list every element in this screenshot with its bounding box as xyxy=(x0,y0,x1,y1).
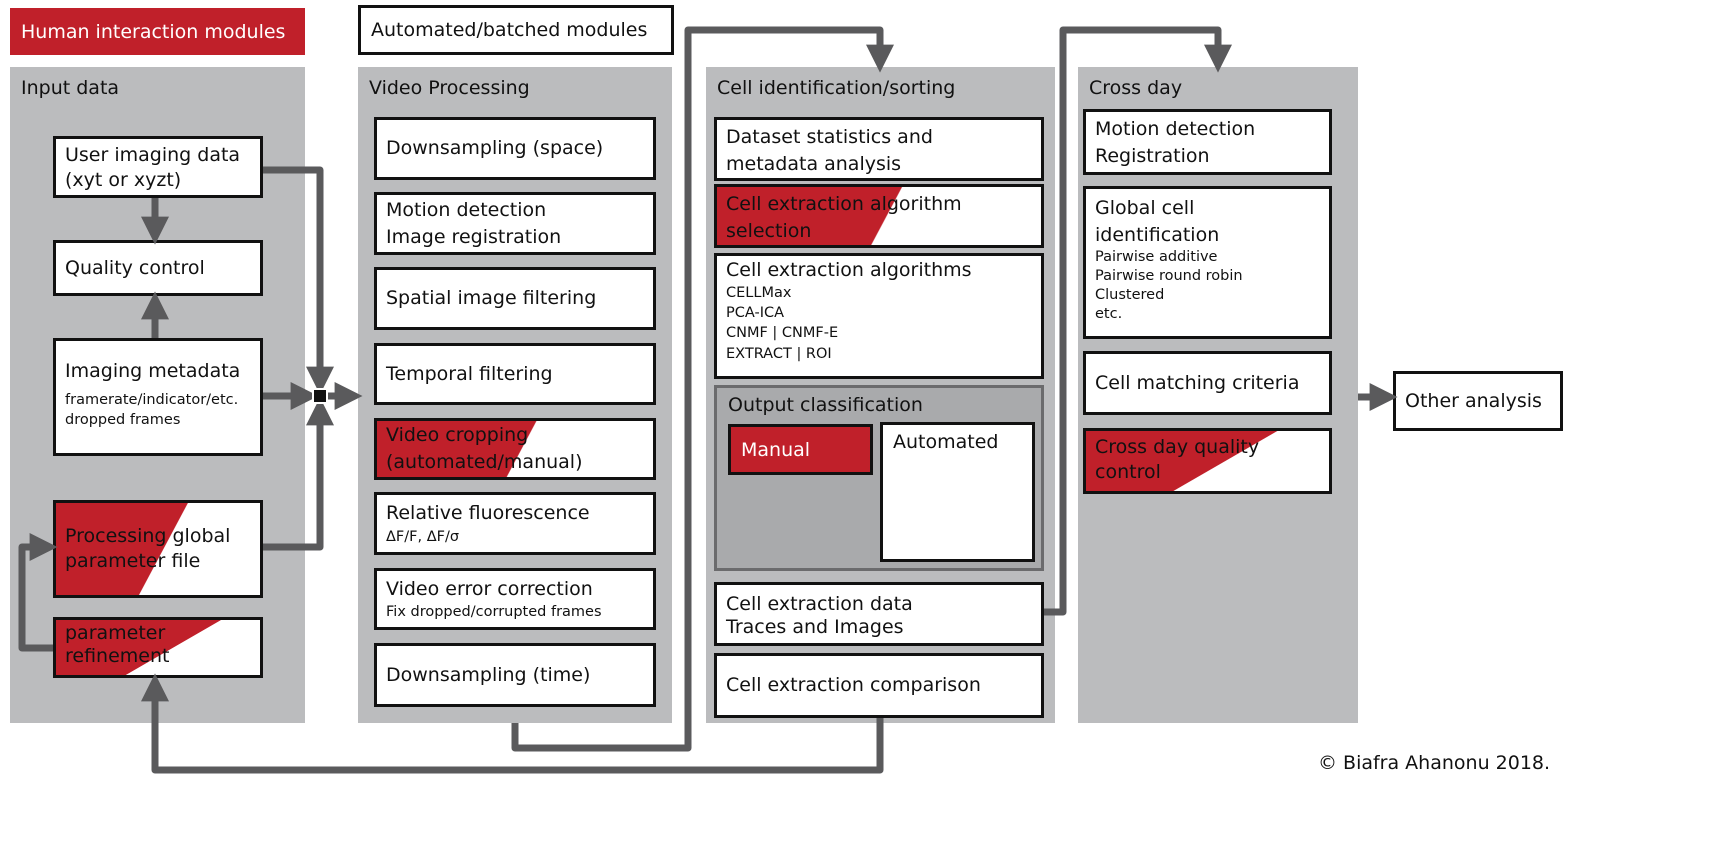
video-step: Temporal filtering xyxy=(374,343,656,405)
arrow-refinement-loop xyxy=(18,533,58,652)
other-analysis: Other analysis xyxy=(1393,371,1563,431)
arrow-user-to-junction xyxy=(263,166,334,395)
cell-matching-criteria: Cell matching criteria xyxy=(1083,351,1332,415)
arrow-param-to-junction xyxy=(263,397,334,551)
copyright: © Biafra Ahanonu 2018. xyxy=(1318,752,1551,774)
cell-extraction-comparison: Cell extraction comparison xyxy=(714,653,1044,718)
arrow-video-to-cell xyxy=(511,26,894,752)
user-imaging-data: User imaging data(xyt or xyzt) xyxy=(53,136,263,198)
video-step: Downsampling (space) xyxy=(374,117,656,180)
output-classification: Output classification Manual Automated xyxy=(714,385,1044,571)
video-step: Spatial image filtering xyxy=(374,267,656,330)
junction-node xyxy=(312,388,328,404)
video-step: Downsampling (time) xyxy=(374,643,656,707)
legend-automated: Automated/batched modules xyxy=(358,5,674,55)
video-step: Video cropping(automated/manual) xyxy=(374,418,656,480)
manual-classification: Manual xyxy=(728,424,873,475)
panel-title: Video Processing xyxy=(369,77,530,99)
legend-human: Human interaction modules xyxy=(10,8,305,55)
arrow-comparison-to-refinement xyxy=(141,673,884,774)
automated-classification: Automated xyxy=(880,422,1035,562)
panel-title: Cell identification/sorting xyxy=(717,77,956,99)
panel-title: Input data xyxy=(21,77,120,99)
arrow-cell-to-crossday xyxy=(1044,26,1232,616)
panel-title: Cross day xyxy=(1089,77,1183,99)
